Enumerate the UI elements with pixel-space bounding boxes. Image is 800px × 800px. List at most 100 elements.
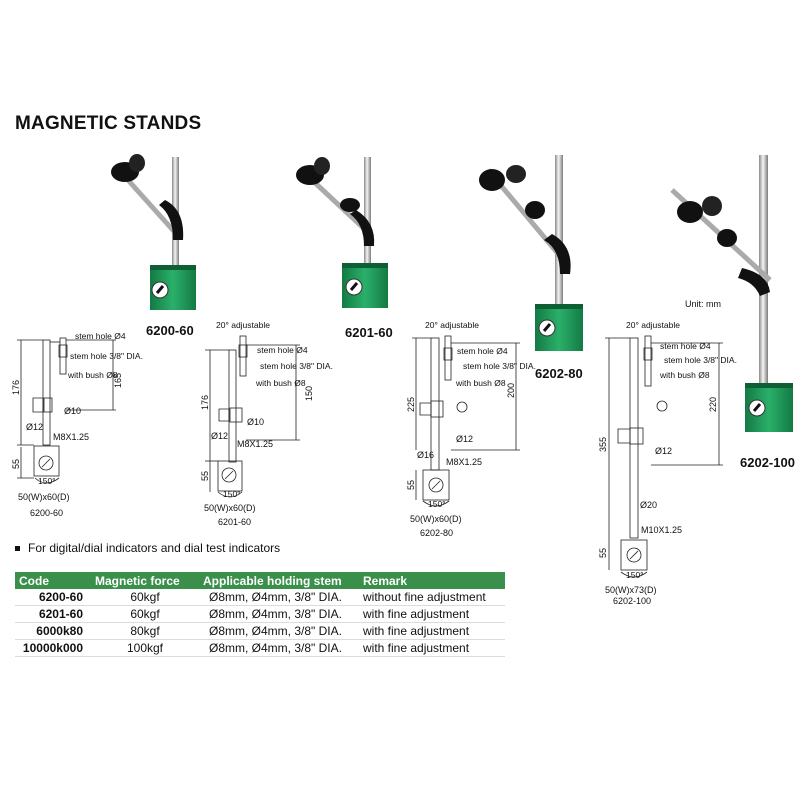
technical-drawing-6201-60 <box>205 335 300 498</box>
unit-note: Unit: mm <box>685 299 721 309</box>
cell-remark: with fine adjustment <box>359 622 505 640</box>
technical-drawing-6202-100-labels: 20° adjustable stem hole Ø4 stem hole 3/… <box>598 320 737 606</box>
svg-text:6201-60: 6201-60 <box>218 517 251 527</box>
svg-text:with bush Ø8: with bush Ø8 <box>455 378 506 388</box>
header-code: Code <box>15 572 91 589</box>
cell-remark: with fine adjustment <box>359 639 505 657</box>
svg-text:Ø20: Ø20 <box>640 500 657 510</box>
svg-text:55: 55 <box>200 471 210 481</box>
model-label-6201-60: 6201-60 <box>345 325 393 340</box>
svg-text:6200-60: 6200-60 <box>30 508 63 518</box>
table-row: 6200-60 60kgf Ø8mm, Ø4mm, 3/8" DIA. with… <box>15 589 505 606</box>
product-photo-6202-100 <box>670 155 793 432</box>
cell-force: 100kgf <box>91 639 199 657</box>
technical-drawing-6202-80-labels: 20° adjustable stem hole Ø4 stem hole 3/… <box>406 320 536 538</box>
cell-stem: Ø8mm, Ø4mm, 3/8" DIA. <box>199 605 359 623</box>
svg-text:stem hole Ø4: stem hole Ø4 <box>75 331 126 341</box>
cell-code: 6201-60 <box>15 605 91 623</box>
svg-text:Ø12: Ø12 <box>26 422 43 432</box>
svg-text:355: 355 <box>598 437 608 452</box>
model-label-6202-80: 6202-80 <box>535 366 583 381</box>
svg-text:with bush Ø8: with bush Ø8 <box>67 370 118 380</box>
cell-remark: without fine adjustment <box>359 589 505 606</box>
svg-text:50(W)x73(D): 50(W)x73(D) <box>605 585 657 595</box>
svg-text:M10X1.25: M10X1.25 <box>641 525 682 535</box>
svg-text:55: 55 <box>11 459 21 469</box>
cell-force: 80kgf <box>91 622 199 640</box>
clamp-knob-icon <box>677 201 703 223</box>
cell-force: 60kgf <box>91 605 199 623</box>
fine-adjust-knob-icon <box>717 229 737 247</box>
svg-text:M8X1.25: M8X1.25 <box>237 439 273 449</box>
fine-adjust-knob-icon <box>340 198 360 212</box>
svg-text:20° adjustable: 20° adjustable <box>216 320 270 330</box>
table-row: 6201-60 60kgf Ø8mm, Ø4mm, 3/8" DIA. with… <box>15 605 505 623</box>
technical-drawing-6200-60 <box>17 337 116 484</box>
technical-drawing-6201-60-labels: 20° adjustable stem hole Ø4 stem hole 3/… <box>200 320 333 527</box>
svg-text:6202-80: 6202-80 <box>420 528 453 538</box>
svg-text:Ø16: Ø16 <box>417 450 434 460</box>
svg-text:150°: 150° <box>626 570 644 580</box>
svg-text:M8X1.25: M8X1.25 <box>446 457 482 467</box>
page-title: MAGNETIC STANDS <box>15 113 202 134</box>
svg-text:stem hole Ø4: stem hole Ø4 <box>457 346 508 356</box>
svg-text:220: 220 <box>708 397 718 412</box>
cell-code: 10000k000 <box>15 639 91 657</box>
cell-code: 6000k80 <box>15 622 91 640</box>
svg-text:150°: 150° <box>428 499 446 509</box>
svg-text:225: 225 <box>406 397 416 412</box>
svg-text:stem hole 3/8" DIA.: stem hole 3/8" DIA. <box>70 351 143 361</box>
table-header-row: Code Magnetic force Applicable holding s… <box>15 572 505 589</box>
usage-note-text: For digital/dial indicators and dial tes… <box>28 541 281 555</box>
svg-text:176: 176 <box>200 395 210 410</box>
svg-text:50(W)x60(D): 50(W)x60(D) <box>204 503 256 513</box>
spec-table: Code Magnetic force Applicable holding s… <box>15 572 505 657</box>
svg-text:Ø12: Ø12 <box>655 446 672 456</box>
cell-stem: Ø8mm, Ø4mm, 3/8" DIA. <box>199 589 359 606</box>
table-row: 6000k80 80kgf Ø8mm, Ø4mm, 3/8" DIA. with… <box>15 622 505 640</box>
header-holding-stem: Applicable holding stem <box>199 572 359 589</box>
cell-code: 6200-60 <box>15 589 91 606</box>
technical-drawing-6202-80 <box>412 335 520 507</box>
svg-text:Ø10: Ø10 <box>247 417 264 427</box>
svg-text:150°: 150° <box>38 476 56 486</box>
svg-text:165: 165 <box>113 373 123 388</box>
cell-remark: with fine adjustment <box>359 605 505 623</box>
product-photo-6202-80 <box>479 155 583 351</box>
cell-force: 60kgf <box>91 589 199 606</box>
svg-text:50(W)x60(D): 50(W)x60(D) <box>410 514 462 524</box>
svg-text:with bush Ø8: with bush Ø8 <box>255 378 306 388</box>
cell-stem: Ø8mm, Ø4mm, 3/8" DIA. <box>199 622 359 640</box>
svg-text:M8X1.25: M8X1.25 <box>53 432 89 442</box>
product-photo-6200-60 <box>111 154 196 310</box>
technical-drawing-6200-60-labels: stem hole Ø4 stem hole 3/8" DIA. with bu… <box>11 331 143 518</box>
svg-text:stem hole 3/8" DIA.: stem hole 3/8" DIA. <box>463 361 536 371</box>
svg-text:150: 150 <box>304 386 314 401</box>
svg-text:Ø10: Ø10 <box>64 406 81 416</box>
svg-text:200: 200 <box>506 383 516 398</box>
fine-adjust-knob-icon <box>525 201 545 219</box>
model-label-6202-100: 6202-100 <box>740 455 795 470</box>
svg-text:Ø12: Ø12 <box>456 434 473 444</box>
product-photo-6201-60 <box>296 157 388 308</box>
clamp-lever-icon <box>159 200 184 240</box>
bullet-icon <box>15 546 20 552</box>
svg-text:with bush Ø8: with bush Ø8 <box>659 370 710 380</box>
svg-text:stem hole 3/8" DIA.: stem hole 3/8" DIA. <box>260 361 333 371</box>
header-magnetic-force: Magnetic force <box>91 572 199 589</box>
svg-text:stem hole Ø4: stem hole Ø4 <box>660 341 711 351</box>
technical-drawing-6202-100 <box>605 335 723 578</box>
svg-text:6202-100: 6202-100 <box>613 596 651 606</box>
model-label-6200-60: 6200-60 <box>146 323 194 338</box>
svg-text:Ø12: Ø12 <box>211 431 228 441</box>
header-remark: Remark <box>359 572 505 589</box>
table-row: 10000k000 100kgf Ø8mm, Ø4mm, 3/8" DIA. w… <box>15 639 505 657</box>
svg-text:50(W)x60(D): 50(W)x60(D) <box>18 492 70 502</box>
svg-text:55: 55 <box>406 480 416 490</box>
svg-text:stem hole Ø4: stem hole Ø4 <box>257 345 308 355</box>
svg-text:150°: 150° <box>223 489 241 499</box>
clamp-knob-icon <box>479 169 505 191</box>
svg-text:stem hole 3/8" DIA.: stem hole 3/8" DIA. <box>664 355 737 365</box>
cell-stem: Ø8mm, Ø4mm, 3/8" DIA. <box>199 639 359 657</box>
